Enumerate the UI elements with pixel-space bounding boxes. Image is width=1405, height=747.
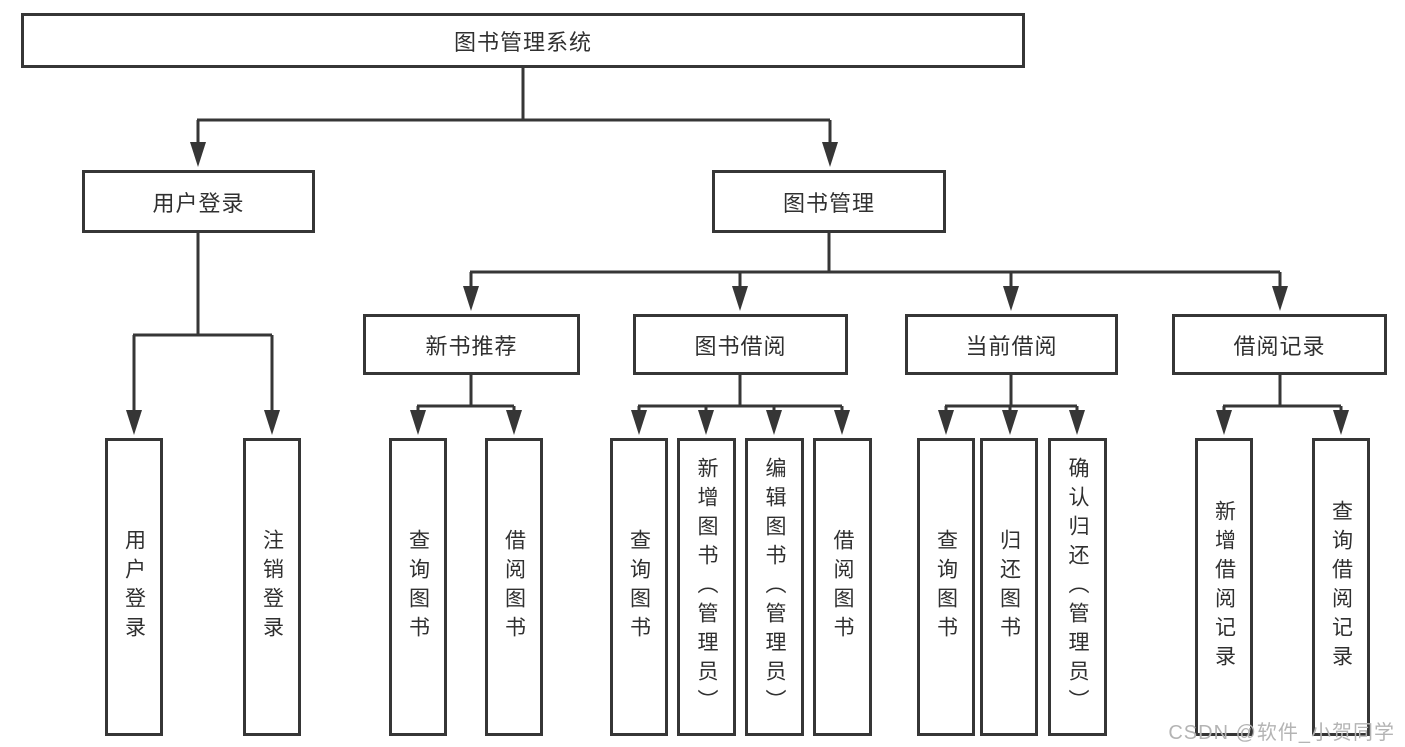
- leaf-confirm-return-admin-label: 确认归还（管理员）: [1066, 456, 1090, 718]
- leaf-query-books-current: 查询图书: [917, 438, 975, 736]
- leaf-query-books-recommend: 查询图书: [389, 438, 447, 736]
- leaf-query-books-recommend-label: 查询图书: [406, 529, 430, 645]
- node-book-borrowing-label: 图书借阅: [694, 333, 787, 359]
- leaf-borrow-books-borrowing-label: 借阅图书: [831, 529, 855, 645]
- node-new-book-recommend-label: 新书推荐: [425, 333, 518, 359]
- leaf-confirm-return-admin: 确认归还（管理员）: [1048, 438, 1107, 736]
- leaf-user-login-label: 用户登录: [122, 529, 146, 645]
- node-user-login: 用户登录: [82, 170, 315, 233]
- node-new-book-recommend: 新书推荐: [363, 314, 580, 375]
- leaf-logout: 注销登录: [243, 438, 301, 736]
- node-book-management-label: 图书管理: [782, 190, 875, 216]
- csdn-watermark: CSDN @软件_小贺同学: [1168, 722, 1395, 744]
- leaf-query-borrow-record: 查询借阅记录: [1312, 438, 1370, 736]
- leaf-query-books-borrowing: 查询图书: [610, 438, 668, 736]
- leaf-add-books-admin-label: 新增图书（管理员）: [695, 456, 719, 718]
- leaf-edit-books-admin-label: 编辑图书（管理员）: [763, 456, 787, 718]
- leaf-edit-books-admin: 编辑图书（管理员）: [745, 438, 804, 736]
- node-borrowing-records: 借阅记录: [1172, 314, 1387, 375]
- leaf-user-login: 用户登录: [105, 438, 163, 736]
- node-current-borrowing-label: 当前借阅: [965, 333, 1058, 359]
- node-book-borrowing: 图书借阅: [633, 314, 848, 375]
- leaf-query-books-borrowing-label: 查询图书: [627, 529, 651, 645]
- leaf-return-books: 归还图书: [980, 438, 1038, 736]
- leaf-borrow-books-recommend-label: 借阅图书: [502, 529, 526, 645]
- leaf-add-borrow-record: 新增借阅记录: [1195, 438, 1253, 736]
- leaf-add-borrow-record-label: 新增借阅记录: [1212, 500, 1236, 674]
- leaf-borrow-books-borrowing: 借阅图书: [813, 438, 872, 736]
- node-root: 图书管理系统: [21, 13, 1025, 68]
- leaf-logout-label: 注销登录: [260, 529, 284, 645]
- node-user-login-label: 用户登录: [152, 190, 245, 216]
- node-root-label: 图书管理系统: [453, 29, 592, 55]
- node-borrowing-records-label: 借阅记录: [1233, 333, 1326, 359]
- node-book-management: 图书管理: [712, 170, 946, 233]
- leaf-add-books-admin: 新增图书（管理员）: [677, 438, 736, 736]
- leaf-query-books-current-label: 查询图书: [934, 529, 958, 645]
- leaf-query-borrow-record-label: 查询借阅记录: [1329, 500, 1353, 674]
- leaf-borrow-books-recommend: 借阅图书: [485, 438, 543, 736]
- node-current-borrowing: 当前借阅: [905, 314, 1118, 375]
- leaf-return-books-label: 归还图书: [997, 529, 1021, 645]
